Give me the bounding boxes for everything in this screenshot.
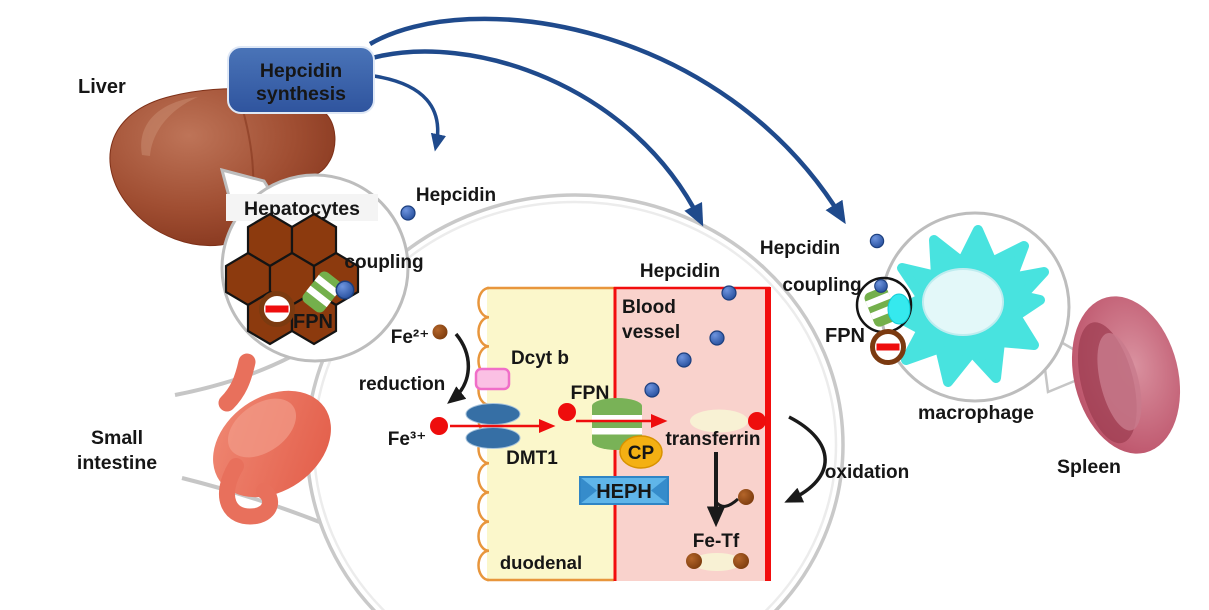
reduction-label: reduction <box>359 374 446 395</box>
iron-fe-dot <box>748 412 766 430</box>
vessel-hepcidin-label: Hepcidin <box>640 261 720 282</box>
iron-join-branch <box>715 497 740 508</box>
iron-fe-dot <box>558 403 576 421</box>
hepcidin-dot <box>400 205 416 221</box>
liver-highlight <box>141 97 198 156</box>
iron-fe2-dot <box>738 489 754 505</box>
dcytb-enzyme <box>474 367 511 391</box>
hepcidin-dot <box>676 352 692 368</box>
fe3-label: Fe³⁺ <box>388 429 427 450</box>
small-intestine-illustration <box>213 353 331 525</box>
hepatocyte-coupling-label: coupling <box>344 252 423 273</box>
iron-fe2-dot <box>432 324 448 340</box>
transferrin-protein <box>690 409 748 433</box>
heph-enzyme: HEPH <box>579 476 669 505</box>
hepcidin-dot <box>644 382 660 398</box>
liver-label: Liver <box>78 76 126 98</box>
hepcidin-arrow-macrophage <box>368 16 846 225</box>
hepcidin-dot <box>869 233 885 249</box>
duodenal-label: duodenal <box>500 552 582 573</box>
dmt1-channel-bottom <box>465 427 521 449</box>
hepatocytes-bubble: Hepatocytes coupling FPN <box>219 167 424 363</box>
hepcidin-free-label: Hepcidin <box>416 185 496 206</box>
macrophage-hepcidin-label: Hepcidin <box>760 238 840 259</box>
fe-tf-complex <box>686 553 749 571</box>
reduction-arrow <box>447 332 470 404</box>
hepcidin-dot <box>709 330 725 346</box>
hepcidin-synthesis-line2: synthesis <box>256 83 346 105</box>
hepcidin-arrow-vessel <box>371 49 704 227</box>
small-intestine-label-line2: intestine <box>77 452 157 474</box>
fe-tf-label: Fe-Tf <box>693 531 740 552</box>
esophagus <box>218 353 256 412</box>
hepcidin-dot <box>721 285 737 301</box>
hepcidin-synthesis-rect <box>227 46 375 114</box>
macrophage-nucleus <box>922 268 1004 336</box>
small-intestine-label-line1: Small <box>91 427 143 449</box>
macrophage-area: Hepcidin coupling macrophage FPN <box>760 211 1109 424</box>
fpn-blocked-icon <box>873 332 904 363</box>
spleen-illustration <box>1071 296 1181 454</box>
hepatocytes-title: Hepatocytes <box>244 198 360 220</box>
heph-label: HEPH <box>596 481 652 503</box>
iron-pathway: Fe²⁺ reduction Fe³⁺ Dcyt b DMT1 FPN tran… <box>359 324 909 571</box>
dmt1-label: DMT1 <box>506 448 558 469</box>
spleen-inner <box>1097 333 1142 431</box>
duodenum-hook <box>219 458 279 525</box>
fpn-blocked-icon <box>262 294 293 325</box>
spleen-label: Spleen <box>1057 456 1121 478</box>
dcytb-label: Dcyt b <box>511 348 569 369</box>
hepatocyte-fpn-label: FPN <box>293 311 333 333</box>
fe2-label: Fe²⁺ <box>391 327 430 348</box>
internalized-fpn-vesicle <box>887 293 911 325</box>
oxidation-arrow <box>784 415 827 503</box>
hepatocytes-label-band <box>226 194 378 221</box>
hepcidin-release-arrows <box>368 16 846 227</box>
hepcidin-arrow-liver <box>373 74 446 152</box>
transferrin-label: transferrin <box>665 429 760 450</box>
hepcidin-dot <box>874 279 888 293</box>
macrophage-fpn-label: FPN <box>825 325 865 347</box>
cp-enzyme <box>619 435 663 469</box>
cell-fpn-label: FPN <box>571 382 610 404</box>
hepcidin-dot <box>335 280 355 300</box>
macrophage-label: macrophage <box>918 402 1034 424</box>
hepcidin-synthesis-line1: Hepcidin <box>260 60 342 82</box>
blood-vessel-label-line1: Blood <box>622 297 676 318</box>
blood-vessel-label-line2: vessel <box>622 322 680 343</box>
hepcidin-synthesis-box: Hepcidin synthesis <box>227 46 375 114</box>
stomach-highlight <box>227 398 297 458</box>
iron-fe3-dot <box>430 417 448 435</box>
cp-label: CP <box>628 443 655 464</box>
macrophage-coupling-label: coupling <box>782 275 861 296</box>
dmt1-channel-top <box>465 403 521 425</box>
oxidation-label: oxidation <box>825 462 909 483</box>
